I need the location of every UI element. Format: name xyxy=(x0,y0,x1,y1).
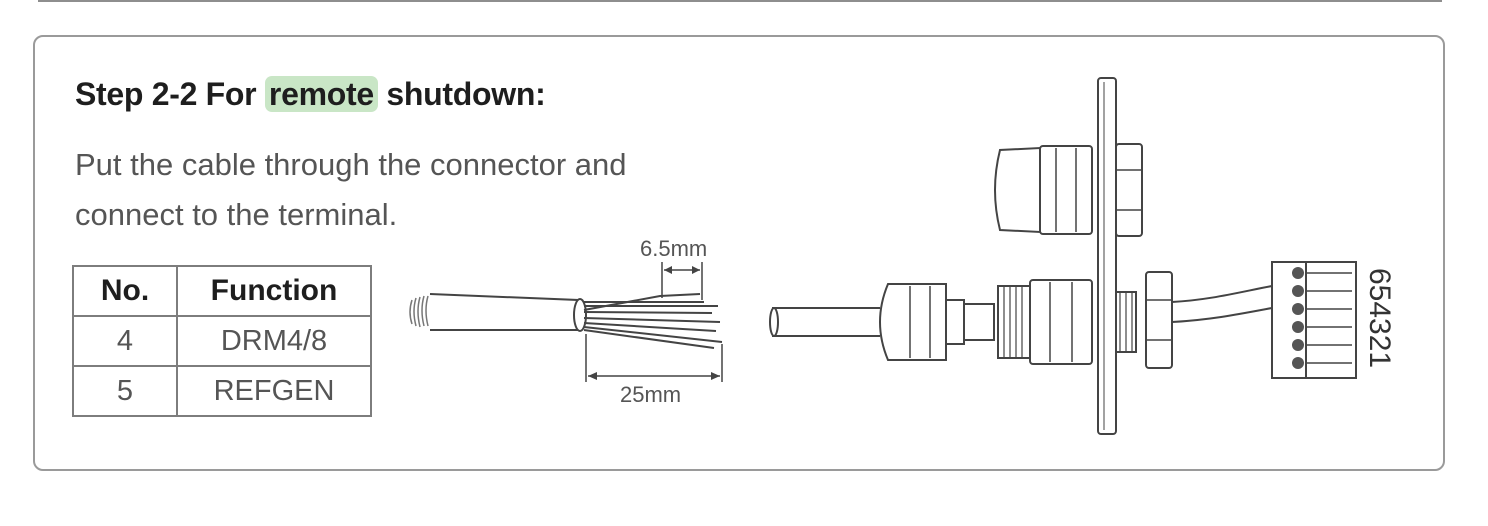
dimension-strip-length: 6.5mm xyxy=(640,236,707,261)
function-table: No. Function 4 DRM4/8 5 REFGEN xyxy=(72,265,372,417)
heading-prefix: Step 2-2 For xyxy=(75,76,265,112)
top-divider xyxy=(38,0,1442,2)
header-function: Function xyxy=(176,265,372,317)
header-no: No. xyxy=(72,265,178,317)
heading-highlight: remote xyxy=(264,76,378,112)
table-row: 5 REFGEN xyxy=(72,365,372,417)
step-heading: Step 2-2 For remote shutdown: xyxy=(75,76,546,113)
dimension-total-length: 25mm xyxy=(620,382,681,407)
table-header-row: No. Function xyxy=(72,265,372,317)
cell-no: 4 xyxy=(72,315,178,367)
cell-function: REFGEN xyxy=(176,365,372,417)
description-line-1: Put the cable through the connector and xyxy=(75,147,627,182)
stripped-cable-drawing xyxy=(409,262,723,382)
step-description: Put the cable through the connector and … xyxy=(75,140,715,240)
table-row: 4 DRM4/8 xyxy=(72,315,372,367)
description-line-2: connect to the terminal. xyxy=(75,197,398,232)
connector-assembly-drawing xyxy=(769,77,1357,435)
terminal-pin-numbers: 654321 xyxy=(1363,268,1396,368)
cell-no: 5 xyxy=(72,365,178,417)
heading-suffix: shutdown: xyxy=(377,76,546,112)
cell-function: DRM4/8 xyxy=(176,315,372,367)
